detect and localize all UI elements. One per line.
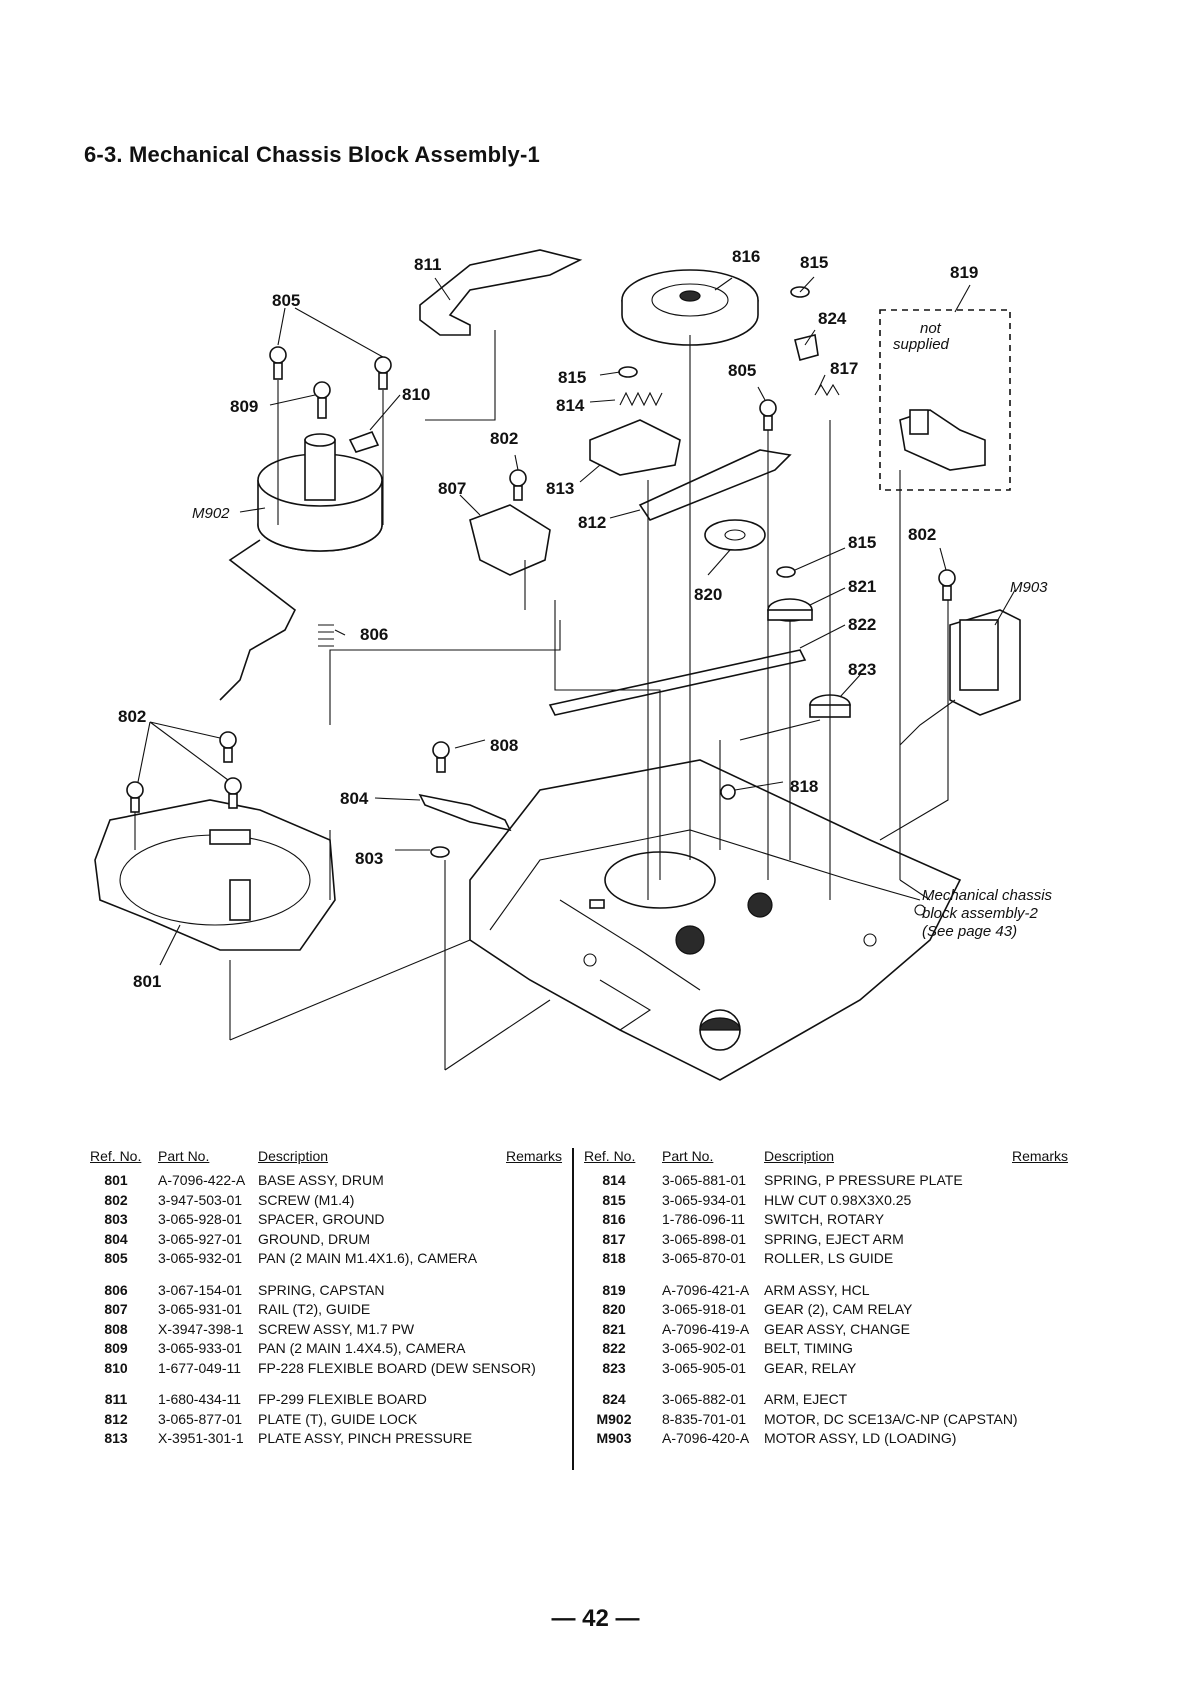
eject-arm-824 [794,334,819,361]
drum-motor-m902 [219,433,383,701]
callout-labels: 811 816 815 819 805 824 815 805 817 809 … [118,247,1048,991]
parts-table-right: Ref. No. Part No. Description Remarks 81… [584,1148,1068,1450]
flexible-board-811 [419,249,583,336]
label-816: 816 [732,247,760,266]
guide-rail-807 [469,504,551,576]
timing-belt-822 [548,649,807,716]
label-802: 802 [118,707,146,726]
table-header: Ref. No. Part No. Description Remarks [86,1148,566,1172]
label-801: 801 [133,972,161,991]
label-815: 815 [558,368,586,387]
label-805: 805 [272,291,300,310]
table-divider [572,1148,574,1470]
loading-motor-m903 [899,609,1021,746]
exploded-view-diagram: 811 816 815 819 805 824 815 805 817 809 … [94,247,1053,1081]
ls-guide-roller-818 [720,784,736,800]
drum-ground-804 [418,793,512,832]
label-812: 812 [578,513,606,532]
label-802: 802 [908,525,936,544]
label-810: 810 [402,385,430,404]
label-815: 815 [800,253,828,272]
leader-lines [137,276,1016,966]
label-807: 807 [438,479,466,498]
header-part-no: Part No. [158,1148,210,1164]
label-813: 813 [546,479,574,498]
label-808: 808 [490,736,518,755]
label-811: 811 [414,255,441,274]
drum-base [94,799,336,951]
chassis-body [469,759,962,1081]
label-822: 822 [848,615,876,634]
header-part-no: Part No. [662,1148,714,1164]
label-803: 803 [355,849,383,868]
label-818: 818 [790,777,818,796]
table-header: Ref. No. Part No. Description Remarks [584,1148,1068,1172]
not-supplied-note-line1: not [920,320,942,337]
page-title: 6-3. Mechanical Chassis Block Assembly-1 [84,142,540,167]
header-description: Description [764,1148,835,1164]
not-supplied-note-line2: supplied [893,336,950,353]
header-ref-no: Ref. No. [90,1148,142,1164]
header-ref-no: Ref. No. [584,1148,636,1164]
parts-table-left: Ref. No. Part No. Description Remarks 80… [86,1148,566,1450]
label-820: 820 [694,585,722,604]
label-802: 802 [490,429,518,448]
header-remarks: Remarks [1012,1148,1069,1164]
screws [126,346,956,813]
label-823: 823 [848,660,876,679]
alignment-lines [134,330,949,1071]
label-m902: M902 [192,505,230,522]
hcl-arm-819 [879,309,1011,491]
label-806: 806 [360,625,388,644]
chassis-note-line3: (See page 43) [922,923,1017,940]
label-804: 804 [340,789,369,808]
label-809: 809 [230,397,258,416]
change-gear-821 [767,598,813,622]
rotary-switch-816 [621,269,759,346]
chassis-note-line1: Mechanical chassis [922,887,1053,904]
page-number: — 42 — [551,1605,640,1632]
cam-relay-gear-820 [704,519,766,551]
label-817: 817 [830,359,858,378]
label-815: 815 [848,533,876,552]
chassis-note-line2: block assembly-2 [922,905,1039,922]
label-814: 814 [556,396,585,415]
dew-sensor-810 [348,430,380,453]
header-remarks: Remarks [506,1148,563,1164]
label-819: 819 [950,263,978,282]
label-821: 821 [848,577,876,596]
pinch-pressure-plate-813 [589,419,681,476]
header-description: Description [258,1148,329,1164]
label-805: 805 [728,361,756,380]
label-824: 824 [818,309,847,328]
label-m903: M903 [1010,579,1048,596]
